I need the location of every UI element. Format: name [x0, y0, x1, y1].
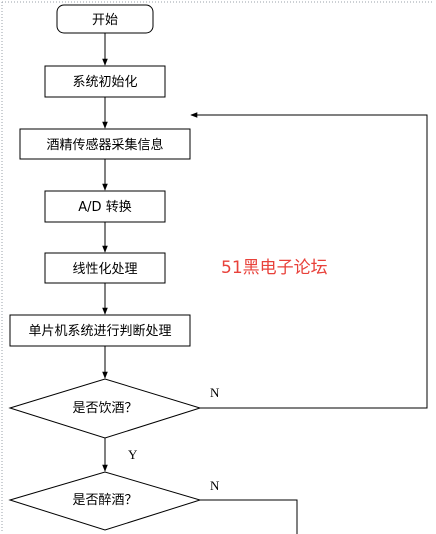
node-adc: A/D 转换: [44, 190, 166, 223]
linearize-label: 线性化处理: [72, 262, 137, 277]
init-label: 系统初始化: [72, 75, 137, 90]
edge-label-n-1: N: [210, 385, 220, 400]
node-q-drunk: 是否醉酒？: [8, 471, 202, 531]
edge-label-y: Y: [128, 447, 138, 462]
adc-label: A/D 转换: [78, 200, 131, 215]
edge-q-drink-no-loop: [190, 112, 428, 409]
watermark-text: 51黑电子论坛: [221, 258, 328, 278]
init-box: [44, 65, 166, 98]
sense-box: [19, 128, 191, 160]
start-label: 开始: [92, 13, 118, 28]
q-drunk-label: 是否醉酒？: [72, 492, 137, 508]
decide-box: [9, 314, 191, 347]
node-decide: 单片机系统进行判断处理: [9, 314, 191, 347]
sense-label: 酒精传感器采集信息: [46, 137, 163, 153]
node-init: 系统初始化: [44, 65, 166, 98]
edge-label-n-2: N: [210, 478, 220, 493]
node-linearize: 线性化处理: [44, 252, 166, 284]
node-start: 开始: [56, 4, 154, 34]
node-q-drink: 是否饮酒？: [8, 378, 202, 439]
edge-q-drunk-no: [200, 499, 298, 534]
decide-label: 单片机系统进行判断处理: [28, 324, 171, 339]
q-drink-label: 是否饮酒？: [72, 401, 137, 416]
node-sense: 酒精传感器采集信息: [19, 128, 191, 160]
